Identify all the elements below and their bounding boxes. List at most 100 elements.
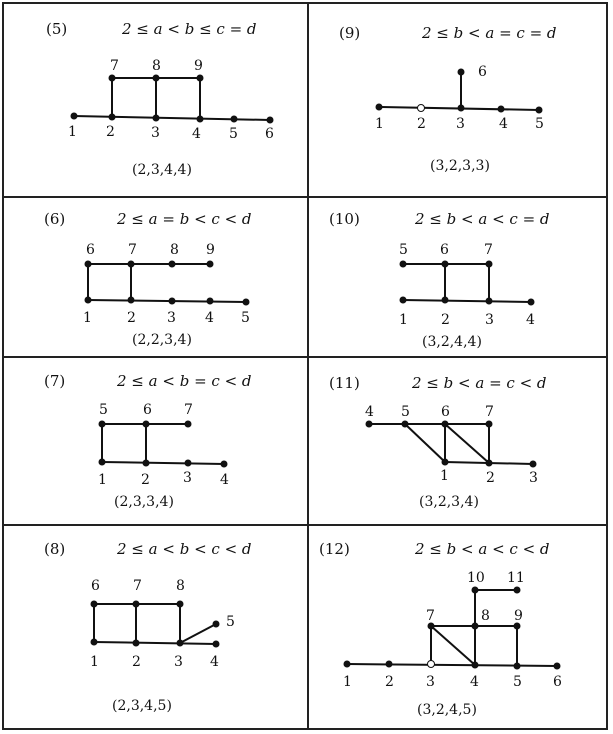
degree-tuple: (3,2,3,3) (430, 158, 490, 174)
column-divider (307, 4, 309, 728)
cell-8: (8) 2 ≤ a < b < c < d 1 2 3 4 5 6 7 8 (2… (4, 526, 305, 730)
case-label: (5) (46, 20, 68, 38)
degree-tuple: (3,2,4,5) (417, 702, 477, 718)
vertex-label: 5 (226, 614, 235, 630)
case-condition: 2 ≤ b < a = c = d (422, 24, 557, 42)
vertex-label: 4 (470, 674, 479, 690)
case-condition: 2 ≤ a < b ≤ c = d (122, 20, 257, 38)
vertex-label: 8 (170, 242, 179, 258)
row-divider (4, 356, 606, 358)
cell-9: (9) 2 ≤ b < a = c = d 1 2 3 4 5 6 (3,2,3… (309, 4, 610, 196)
vertex-label: 3 (183, 470, 192, 486)
case-label: (7) (44, 372, 66, 390)
vertex-label: 2 (417, 116, 426, 132)
vertex-label: 1 (90, 654, 99, 670)
degree-tuple: (2,2,3,4) (132, 332, 192, 348)
case-label: (8) (44, 540, 66, 558)
vertex-label: 7 (484, 242, 493, 258)
vertex-label: 2 (127, 310, 136, 326)
vertex-label: 2 (486, 470, 495, 486)
vertex-label: 8 (176, 578, 185, 594)
vertex-label: 5 (399, 242, 408, 258)
vertex-label: 5 (401, 404, 410, 420)
case-condition: 2 ≤ b < a < c = d (415, 210, 550, 228)
case-label: (6) (44, 210, 66, 228)
vertex-label: 2 (441, 312, 450, 328)
vertex-label: 7 (426, 608, 435, 624)
graph-9 (375, 68, 543, 114)
vertex-label: 3 (174, 654, 183, 670)
cell-7: (7) 2 ≤ a < b = c < d 1 2 3 4 5 6 7 (2,3… (4, 358, 305, 524)
case-label: (9) (339, 24, 361, 42)
case-condition: 2 ≤ a < b < c < d (117, 540, 252, 558)
vertex-label: 2 (106, 124, 115, 140)
vertex-label: 4 (210, 654, 219, 670)
vertex-label: 9 (514, 608, 523, 624)
cell-12: (12) 2 ≤ b < a < c < d 1 2 3 4 5 (309, 526, 610, 730)
vertex-label: 6 (440, 242, 449, 258)
case-condition: 2 ≤ b < a < c < d (415, 540, 550, 558)
degree-tuple: (2,3,4,4) (132, 162, 192, 178)
vertex-label: 1 (83, 310, 92, 326)
graph-10 (399, 260, 535, 306)
row-divider (4, 524, 606, 526)
graph-5 (70, 74, 274, 124)
vertex-label: 6 (86, 242, 95, 258)
vertex-label: 1 (343, 674, 352, 690)
vertex-label: 1 (68, 124, 77, 140)
case-label: (10) (329, 210, 360, 228)
vertex-label: 3 (426, 674, 435, 690)
vertex-label: 8 (481, 608, 490, 624)
vertex-label: 6 (265, 126, 274, 142)
vertex-label: 6 (143, 402, 152, 418)
vertex-label: 1 (98, 472, 107, 488)
case-label: (12) (319, 540, 350, 558)
case-condition: 2 ≤ b < a = c < d (412, 374, 547, 392)
case-label: (11) (329, 374, 360, 392)
graph-12 (343, 586, 561, 670)
case-condition: 2 ≤ a = b < c < d (117, 210, 252, 228)
graph-6 (84, 260, 250, 306)
vertex-label: 5 (241, 310, 250, 326)
vertex-label: 7 (110, 58, 119, 74)
vertex-label: 1 (399, 312, 408, 328)
vertex-label: 4 (526, 312, 535, 328)
degree-tuple: (3,2,4,4) (422, 334, 482, 350)
vertex-label: 4 (205, 310, 214, 326)
cell-5: (5) 2 ≤ a < b ≤ c = d 1 2 3 4 5 6 7 8 9 … (4, 4, 305, 196)
vertex-label: 3 (485, 312, 494, 328)
vertex-label: 2 (385, 674, 394, 690)
degree-tuple: (3,2,3,4) (419, 494, 479, 510)
vertex-label: 11 (507, 570, 525, 586)
vertex-label: 2 (132, 654, 141, 670)
vertex-label: 6 (91, 578, 100, 594)
vertex-label: 5 (99, 402, 108, 418)
vertex-label: 9 (206, 242, 215, 258)
vertex-label: 3 (151, 125, 160, 141)
vertex-label: 6 (478, 64, 487, 80)
vertex-label: 4 (499, 116, 508, 132)
vertex-label: 3 (456, 116, 465, 132)
vertex-label: 5 (535, 116, 544, 132)
vertex-label: 10 (467, 570, 485, 586)
vertex-label: 6 (441, 404, 450, 420)
vertex-label: 5 (513, 674, 522, 690)
cell-10: (10) 2 ≤ b < a < c = d 1 2 3 4 5 6 7 (3,… (309, 198, 610, 356)
graph-7 (98, 420, 228, 468)
vertex-label: 4 (365, 404, 374, 420)
vertex-label: 4 (192, 126, 201, 142)
vertex-label: 1 (375, 116, 384, 132)
vertex-label: 8 (152, 58, 161, 74)
graph-11 (365, 420, 537, 468)
degree-tuple: (2,3,3,4) (114, 494, 174, 510)
row-divider (4, 196, 606, 198)
degree-tuple: (2,3,4,5) (112, 698, 172, 714)
vertex-label: 7 (133, 578, 142, 594)
vertex-label: 1 (440, 468, 449, 484)
cell-11: (11) 2 ≤ b < a = c < d 1 2 3 4 5 6 7 (3,… (309, 358, 610, 524)
case-condition: 2 ≤ a < b = c < d (117, 372, 252, 390)
vertex-label: 7 (485, 404, 494, 420)
graph-8 (90, 600, 220, 648)
vertex-label: 3 (167, 310, 176, 326)
